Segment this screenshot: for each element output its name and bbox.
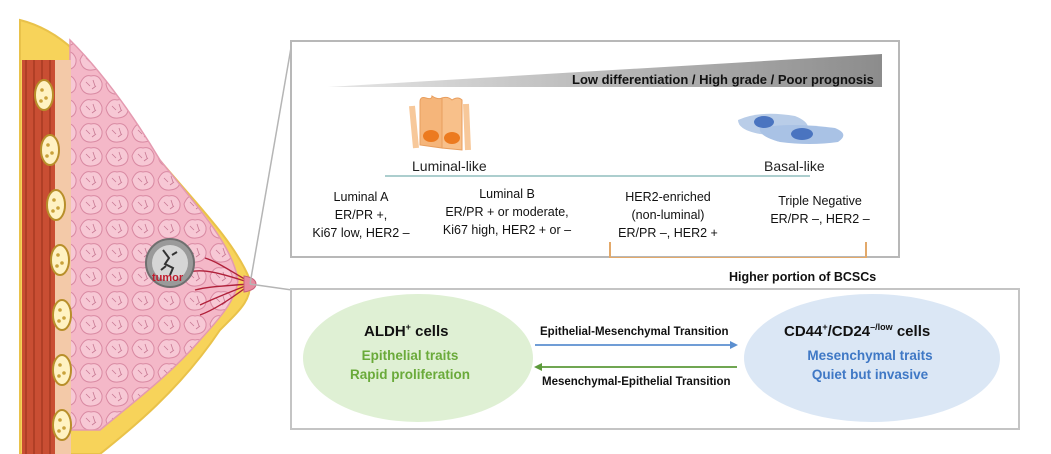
- bcsc-label: Higher portion of BCSCs: [729, 270, 877, 284]
- gradient-wedge: [328, 54, 882, 258]
- subtype-her2-enriched: HER2-enriched(non-luminal)ER/PR –, HER2 …: [618, 190, 718, 240]
- aldh-cells-ellipse: [303, 294, 533, 422]
- cd44-cells-ellipse: [744, 294, 1000, 422]
- met-label: Mesenchymal-Epithelial Transition: [542, 376, 731, 388]
- emt-arrowhead: [730, 341, 738, 349]
- breast-anatomy-illustration: [19, 18, 293, 454]
- bcsc-bracket: [609, 242, 867, 258]
- luminal-cells-icon: [409, 95, 471, 151]
- met-arrowhead: [534, 363, 542, 371]
- basal-cells-icon: [738, 113, 844, 144]
- basal-like-label: Basal-like: [764, 158, 825, 174]
- cd44-title: CD44+/CD24–/low cells: [784, 322, 931, 340]
- tumor-icon: [145, 238, 195, 288]
- emt-label: Epithelial-Mesenchymal Transition: [540, 326, 729, 338]
- stem-cell-graphics: [303, 294, 1000, 422]
- aldh-title: ALDH+ cells: [364, 322, 449, 340]
- gradient-label: Low differentiation / High grade / Poor …: [572, 72, 874, 87]
- glandular-tissue: [69, 38, 239, 431]
- tumor-label: tumor: [152, 272, 184, 284]
- luminal-like-label: Luminal-like: [412, 158, 487, 174]
- rib-cross-sections: [34, 79, 72, 441]
